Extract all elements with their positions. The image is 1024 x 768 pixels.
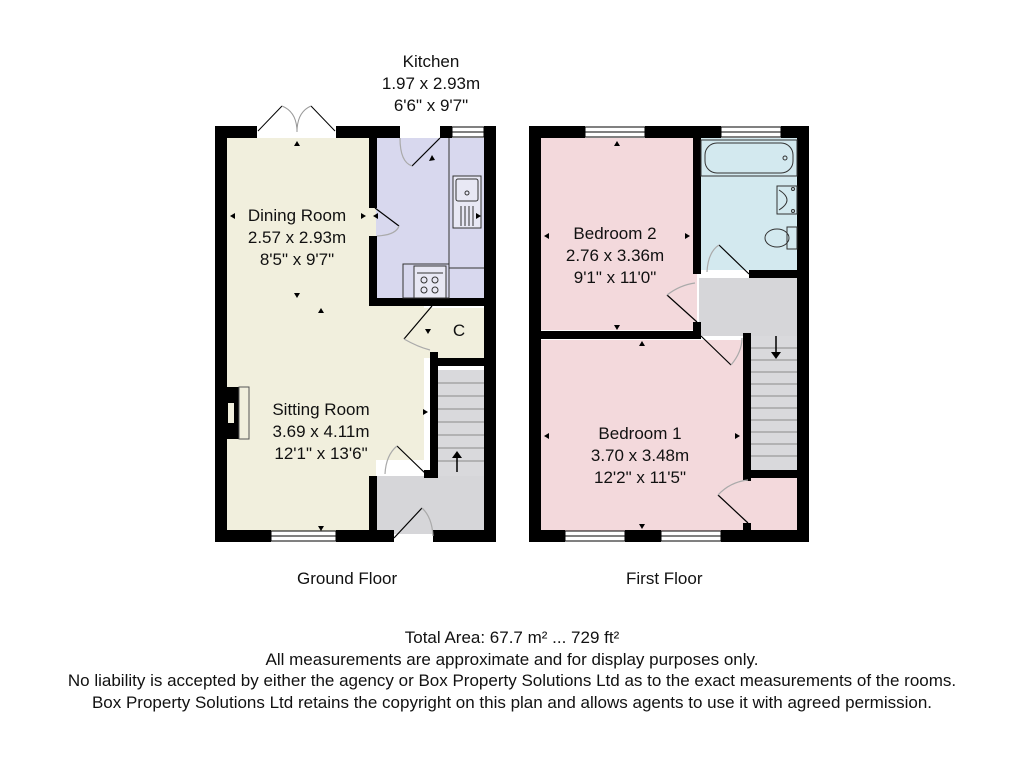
room-metric: 1.97 x 2.93m [381, 74, 481, 93]
window-icon [270, 530, 337, 542]
door-swing-icon [706, 244, 750, 275]
dining-sitting-room-fill [227, 138, 376, 534]
room-label-dining-room: Dining Room 2.57 x 2.93m 8'5" x 9'7" [222, 205, 372, 271]
window-icon [660, 530, 722, 542]
hall-fill [376, 476, 484, 534]
room-label-sitting-room: Sitting Room 3.69 x 4.11m 12'1" x 13'6" [246, 399, 396, 465]
ground-floor-caption: Ground Floor [297, 569, 398, 588]
copyright-line: Box Property Solutions Ltd retains the c… [91, 692, 933, 712]
room-metric: 2.76 x 3.36m [565, 246, 665, 265]
room-name: Bedroom 2 [573, 224, 657, 243]
landing-fill [699, 278, 797, 336]
room-label-cupboard: C [447, 320, 471, 342]
toilet-icon [764, 226, 798, 250]
ground-floor-plan [215, 105, 496, 542]
room-metric: 2.57 x 2.93m [247, 228, 347, 247]
window-icon [451, 126, 485, 138]
room-name: Kitchen [402, 52, 460, 71]
french-doors-icon [257, 105, 336, 133]
stairs-fill [751, 336, 797, 470]
disclaimer-line-2: No liability is accepted by either the a… [67, 671, 957, 690]
room-imperial: 6'6" x 9'7" [393, 96, 469, 115]
stairs-up-arrow-icon [452, 451, 462, 472]
first-floor-plan [529, 126, 809, 542]
room-imperial: 12'1" x 13'6" [274, 444, 368, 463]
footer-notes: Total Area: 67.7 m² ... 729 ft² All meas… [0, 627, 1024, 713]
room-metric: 3.70 x 3.48m [590, 446, 690, 465]
window-icon [584, 126, 646, 138]
room-label-bedroom-1: Bedroom 1 3.70 x 3.48m 12'2" x 11'5" [565, 423, 715, 489]
room-label-bedroom-2: Bedroom 2 2.76 x 3.36m 9'1" x 11'0" [540, 223, 690, 289]
room-metric: 3.69 x 4.11m [272, 422, 370, 441]
door-swing-icon [403, 305, 433, 351]
sink-icon [452, 175, 482, 229]
washbasin-icon [776, 185, 798, 215]
room-name: C [452, 321, 466, 340]
hob-icon [413, 265, 447, 299]
door-swing-icon [717, 479, 749, 524]
stairs-down-arrow-icon [771, 336, 781, 359]
room-name: Sitting Room [272, 400, 370, 419]
room-imperial: 8'5" x 9'7" [259, 250, 335, 269]
measurement-arrow-icon [230, 141, 481, 531]
door-swing-icon [399, 137, 441, 167]
first-floor-walls [529, 126, 809, 542]
door-swing-icon [374, 207, 400, 237]
total-area: Total Area: 67.7 m² ... 729 ft² [404, 628, 620, 647]
window-icon [564, 530, 626, 542]
bathroom-fill [701, 138, 797, 270]
window-icon [720, 126, 782, 138]
door-swing-icon [700, 335, 743, 366]
room-imperial: 9'1" x 11'0" [573, 268, 657, 287]
room-name: Dining Room [247, 206, 347, 225]
stairs-fill [436, 370, 484, 476]
bath-icon [700, 139, 798, 177]
door-swing-icon [393, 507, 434, 539]
room-name: Bedroom 1 [598, 424, 682, 443]
disclaimer-line-1: All measurements are approximate and for… [265, 649, 759, 669]
first-floor-caption: First Floor [626, 569, 703, 588]
door-swing-icon [666, 282, 698, 323]
measurement-arrow-icon [544, 141, 740, 529]
room-imperial: 12'2" x 11'5" [594, 468, 686, 487]
room-label-kitchen: Kitchen 1.97 x 2.93m 6'6" x 9'7" [356, 51, 506, 117]
fireplace-icon [227, 386, 250, 440]
ground-floor-walls [215, 126, 496, 542]
cupboard-fill [424, 308, 484, 358]
door-swing-icon [384, 445, 428, 476]
